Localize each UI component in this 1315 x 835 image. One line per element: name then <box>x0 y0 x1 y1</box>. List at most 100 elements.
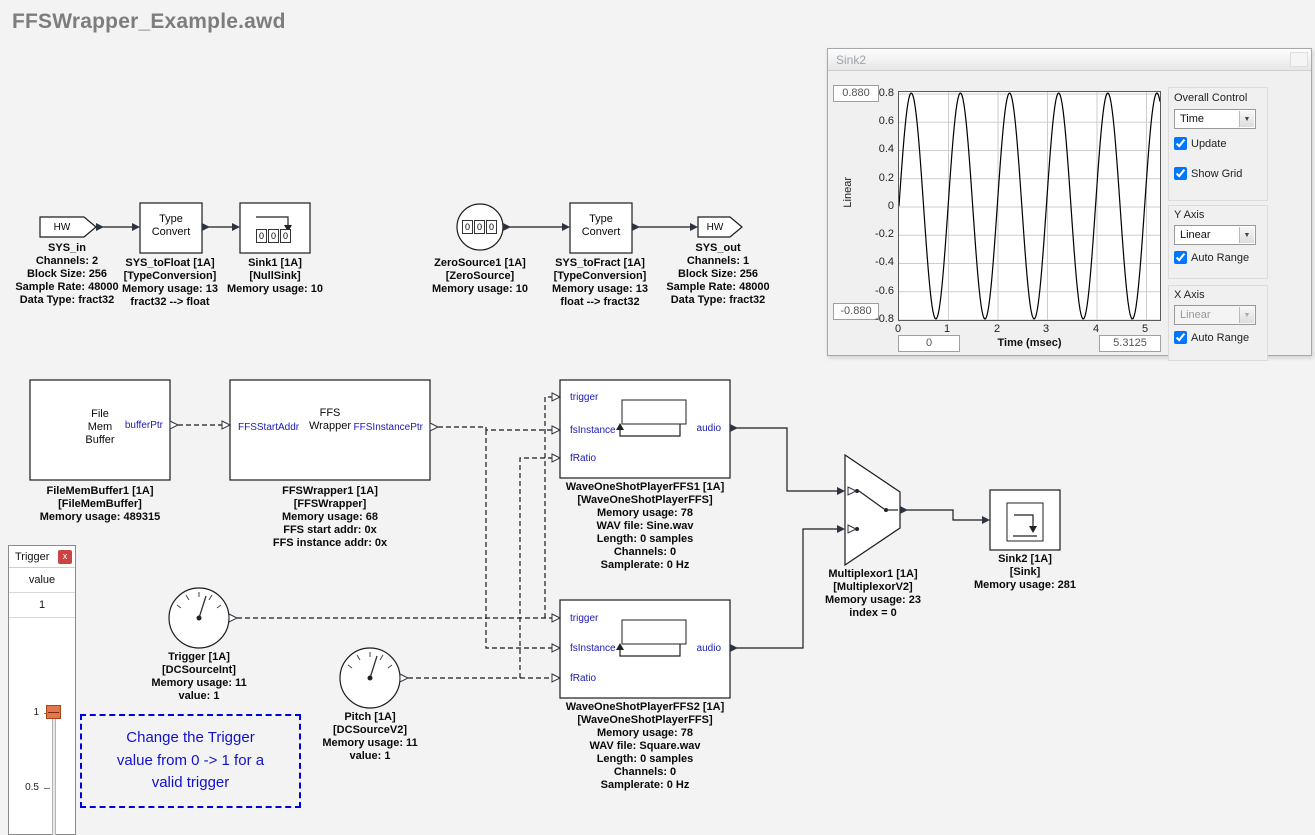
document-title: FFSWrapper_Example.awd <box>12 10 286 33</box>
slider-tick-label: 1 <box>33 707 39 718</box>
caption-line: WaveOneShotPlayerFFS1 [1A] <box>565 481 725 493</box>
y-tick: 0.8 <box>878 87 894 99</box>
caption-line: Block Size: 256 <box>677 268 759 280</box>
y-auto-range-checkbox[interactable] <box>1174 251 1187 264</box>
y-tick: 0.2 <box>878 172 894 184</box>
block-icons <box>256 216 1044 657</box>
value-field-label: value <box>9 568 75 593</box>
scope-close-button[interactable] <box>1290 52 1308 67</box>
caption-line: Samplerate: 0 Hz <box>600 559 690 571</box>
y-axis-scale-name: Linear <box>842 177 854 208</box>
caption-line: Channels: 2 <box>35 255 99 267</box>
caption-line: SYS_in <box>48 242 86 254</box>
update-checkbox[interactable] <box>1174 137 1187 150</box>
caption-line: Memory usage: 13 <box>552 283 648 295</box>
ffs-wrapper-label: FFS Wrapper <box>309 407 351 432</box>
caption-line: [NullSink] <box>249 270 301 282</box>
caption-line: [WaveOneShotPlayerFFS] <box>577 494 713 506</box>
caption-line: Memory usage: 11 <box>322 737 418 749</box>
caption-line: Trigger [1A] <box>168 651 230 663</box>
y-tick: -0.8 <box>875 313 894 325</box>
caption-line: Channels: 0 <box>613 546 677 558</box>
caption-player1: WaveOneShotPlayerFFS1 [1A][WaveOneShotPl… <box>545 481 745 572</box>
caption-line: Channels: 1 <box>686 255 750 267</box>
caption-line: WAV file: Sine.wav <box>596 520 694 532</box>
caption-line: Memory usage: 78 <box>597 727 693 739</box>
y-tick: 0.4 <box>878 143 894 155</box>
sink1-block <box>239 202 311 254</box>
pin-label-p1-fratio: fRatio <box>570 453 597 464</box>
trigger-inspector-panel: Trigger x value 1 1 0.5 0 <box>8 545 76 835</box>
value-slider[interactable]: 1 0.5 0 <box>9 618 75 835</box>
caption-line: Memory usage: 489315 <box>39 511 161 523</box>
show-grid-checkbox-row: Show Grid <box>1174 167 1242 180</box>
caption-zero-source: ZeroSource1 [1A][ZeroSource]Memory usage… <box>420 257 540 296</box>
caption-line: SYS_toFract [1A] <box>555 257 645 269</box>
slider-handle[interactable] <box>46 705 61 719</box>
block-shapes[interactable] <box>29 202 1061 699</box>
caption-line: float --> fract32 <box>560 296 640 308</box>
file-mem-buffer-label: File Mem Buffer <box>85 408 115 446</box>
caption-line: Length: 0 samples <box>596 753 694 765</box>
x-scale-dropdown: Linear▼ <box>1174 305 1256 325</box>
caption-line: Memory usage: 78 <box>597 507 693 519</box>
y-scale-dropdown[interactable]: Linear▼ <box>1174 225 1256 245</box>
multiplexor-block <box>844 453 901 567</box>
domain-dropdown-value: Time <box>1180 113 1205 125</box>
x-tick: 0 <box>894 323 902 335</box>
trigger-panel-close-button[interactable]: x <box>58 549 72 564</box>
x-auto-range-checkbox[interactable] <box>1174 331 1187 344</box>
caption-line: [ZeroSource] <box>445 270 515 282</box>
caption-line: 0 <box>486 220 497 234</box>
pitch-gauge-icon[interactable] <box>339 647 401 709</box>
caption-line: SYS_toFloat [1A] <box>125 257 215 269</box>
type-convert-1-label: Type Convert <box>151 213 191 238</box>
player1-block <box>559 379 731 479</box>
pin-label-p1-trigger: trigger <box>570 392 599 403</box>
x-tick: 4 <box>1092 323 1100 335</box>
caption-trigger-source: Trigger [1A][DCSourceInt]Memory usage: 1… <box>129 651 269 703</box>
scope-plot[interactable] <box>898 91 1161 321</box>
hw-output-block <box>697 216 743 238</box>
scope-titlebar[interactable]: Sink2 <box>828 49 1311 71</box>
x-axis-title: Time (msec) <box>997 337 1062 349</box>
y-auto-range-label: Auto Range <box>1191 251 1250 264</box>
caption-line: Sample Rate: 48000 <box>666 281 770 293</box>
annotation-note[interactable]: Change the Trigger value from 0 -> 1 for… <box>80 714 301 808</box>
caption-line: Pitch [1A] <box>344 711 396 723</box>
caption-line: SYS_out <box>695 242 741 254</box>
caption-line: [FFSWrapper] <box>293 498 367 510</box>
value-display[interactable]: 1 <box>9 593 75 618</box>
show-grid-checkbox-label: Show Grid <box>1191 167 1243 180</box>
x-end-box[interactable]: 5.3125 <box>1099 335 1161 352</box>
caption-line: [FileMemBuffer] <box>58 498 142 510</box>
caption-line: value: 1 <box>178 690 220 702</box>
domain-dropdown[interactable]: Time▼ <box>1174 109 1256 129</box>
caption-line: Data Type: fract32 <box>670 294 766 306</box>
y-min-box[interactable]: -0.880 <box>833 303 879 320</box>
wires <box>96 226 982 679</box>
update-checkbox-label: Update <box>1191 137 1227 150</box>
caption-line: Memory usage: 10 <box>432 283 528 295</box>
trigger-panel-titlebar[interactable]: Trigger x <box>9 546 75 568</box>
caption-line: [MultiplexorV2] <box>833 581 913 593</box>
pin-label-p2-fsinstance: fsInstance <box>570 643 616 654</box>
caption-line: [WaveOneShotPlayerFFS] <box>577 714 713 726</box>
trigger-gauge-icon[interactable] <box>168 587 230 649</box>
x-axis-section-label: X Axis <box>1174 289 1205 301</box>
caption-line: [TypeConversion] <box>123 270 217 282</box>
caption-line: Samplerate: 0 Hz <box>600 779 690 791</box>
scope-window-title: Sink2 <box>836 53 867 67</box>
y-max-box[interactable]: 0.880 <box>833 85 879 102</box>
hw-output-label: HW <box>706 222 724 233</box>
sink2-block <box>989 489 1061 551</box>
pin-label-p2-audio: audio <box>696 643 721 654</box>
sine-trace <box>898 92 1161 320</box>
x-start-box[interactable]: 0 <box>898 335 960 352</box>
plot-grid <box>899 92 1160 321</box>
caption-line: Sink1 [1A] <box>248 257 302 269</box>
slider-track[interactable] <box>52 710 56 835</box>
show-grid-checkbox[interactable] <box>1174 167 1187 180</box>
